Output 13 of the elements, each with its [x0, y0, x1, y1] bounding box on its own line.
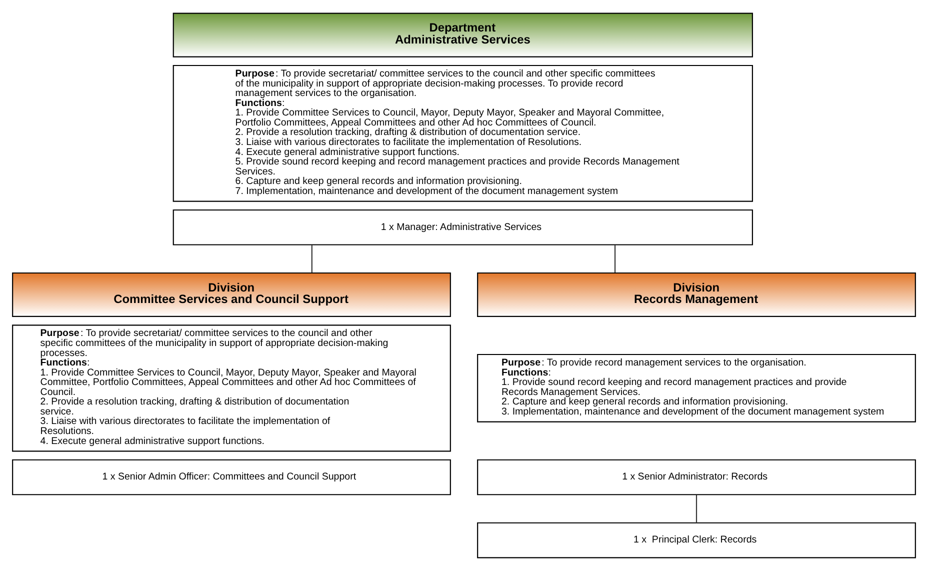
- node-box: Department Administrative Services: [172, 12, 753, 57]
- connector: [311, 244, 312, 272]
- node-box: 1 x Senior Admin Officer: Committees and Council Support: [12, 458, 451, 495]
- connector: [614, 244, 616, 272]
- node-box: Purpose: To provide record management services to the organisation. Functions: 1. Provide sound record keeping and record management practices and provide Records Management Services. 2. Capture and keep general records and information provisioning. 3. Implementation, maintenance and development of the document management system: [477, 353, 916, 422]
- node-box: 1 x Senior Administrator: Records: [477, 458, 916, 495]
- node-box: Division Records Management: [477, 272, 916, 316]
- node-box: 1 x Principal Clerk: Records: [477, 522, 916, 558]
- node-box: Purpose: To provide secretariat/ committee services to the council and other specific committees of the municipality in support of appropriate decision-making processes. Functions: 1. Provide Committee Services to Council, Mayor, Deputy Mayor, Speaker and Mayoral Committee, Portfolio Committees, Appeal Committees and other Ad hoc Committees of Council. 2. Provide a resolution tracking, drafting & distribution of documentation service. 3. Liaise with various directorates to facilitate the implementation of Resolutions. 4. Execute general administrative support functions.: [12, 324, 451, 452]
- node-box: 1 x Manager: Administrative Services: [172, 208, 753, 245]
- node-box: Purpose: To provide secretariat/ committee services to the council and other specific committees of the municipality in support of appropriate decision-making processes. To provide record management services to the organisation. Functions: 1. Provide Committee Services to Council, Mayor, Deputy Mayor, Speaker and Mayoral Committee, Portfolio Committees, Appeal Committees and other Ad hoc Committees of Council. 2. Provide a resolution tracking, drafting & distribution of documentation service. 3. Liaise with various directorates to facilitate the implementation of Resolutions. 4. Execute general administrative support functions. 5. Provide sound record keeping and record management practices and provide Records Management Services. 6. Capture and keep general records and information provisioning. 7. Implementation, maintenance and development of the document management system: [172, 64, 753, 202]
- connector: [696, 494, 698, 522]
- node-box: Division Committee Services and Council Support: [12, 272, 451, 316]
